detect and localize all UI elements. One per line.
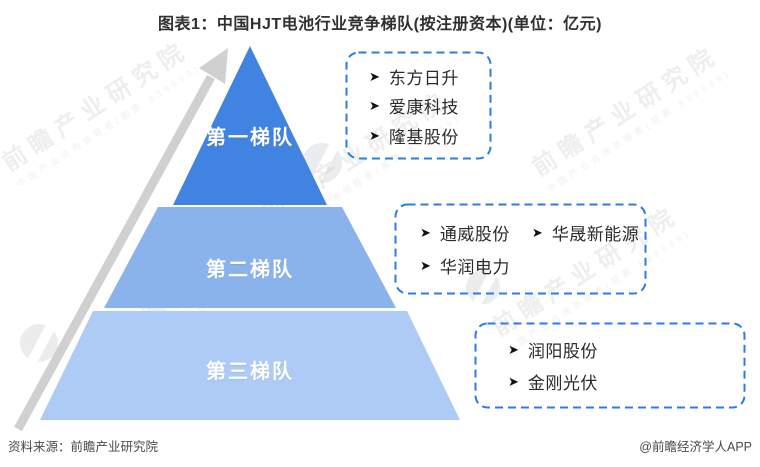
- company-item: ➤ 润阳股份: [508, 337, 746, 362]
- company-name: 东方日升: [388, 68, 459, 88]
- arrow-bullet-icon: ➤: [508, 374, 519, 389]
- credit-text: @前瞻经济学人APP: [639, 439, 752, 454]
- arrow-bullet-icon: ➤: [531, 224, 543, 240]
- company-item: ➤ 华晟新能源: [532, 220, 639, 245]
- tier-3-companies-box: ➤ 润阳股份 ➤ 金刚光伏: [474, 322, 746, 409]
- tier-1-companies-box: ➤ 东方日升 ➤ 爱康科技 ➤ 隆基股份: [345, 51, 492, 160]
- growth-arrow-shaft: [14, 74, 215, 432]
- arrow-bullet-icon: ➤: [420, 224, 431, 240]
- arrow-bullet-icon: ➤: [369, 127, 380, 143]
- tier-3-label: 第三梯队: [206, 361, 294, 383]
- company-item: ➤ 东方日升: [369, 64, 492, 89]
- dashed-border: [345, 51, 492, 160]
- arrow-bullet-icon: ➤: [369, 98, 380, 113]
- company-item: ➤ 隆基股份: [369, 123, 492, 148]
- company-name: 华晟新能源: [551, 224, 640, 244]
- company-item: ➤ 金刚光伏: [508, 369, 746, 394]
- tier-2-label: 第二梯队: [206, 259, 294, 281]
- growth-arrow-head-icon: [199, 48, 228, 84]
- tier-1-label: 第一梯队: [206, 127, 294, 149]
- company-name: 金刚光伏: [527, 374, 598, 393]
- company-name: 润阳股份: [527, 342, 598, 361]
- arrow-bullet-icon: ➤: [420, 258, 431, 274]
- pyramid-tier-1-shape: [173, 46, 327, 205]
- dashed-border: [394, 203, 647, 295]
- arrow-bullet-icon: ➤: [369, 68, 380, 84]
- pyramid-tier-2-shape: [104, 207, 396, 308]
- arrow-bullet-icon: ➤: [508, 342, 519, 357]
- company-name: 通威股份: [439, 224, 510, 244]
- data-source-text: 资料来源：前瞻产业研究院: [8, 439, 159, 454]
- footer: 资料来源：前瞻产业研究院 @前瞻经济学人APP: [8, 436, 752, 454]
- company-name: 华润电力: [439, 258, 510, 278]
- company-name: 爱康科技: [388, 98, 459, 117]
- pyramid-tier-3-shape: [40, 311, 460, 420]
- chart-title: 图表1：中国HJT电池行业竞争梯队(按注册资本)(单位：亿元): [158, 16, 602, 33]
- company-item: ➤ 华润电力: [420, 253, 647, 278]
- dashed-border: [474, 322, 746, 409]
- company-item: ➤ 爱康科技: [369, 93, 492, 118]
- tier-2-companies-box: ➤ 通威股份 ➤ 华晟新能源 ➤ 华润电力: [394, 203, 647, 295]
- company-name: 隆基股份: [388, 127, 459, 147]
- company-item: ➤ 通威股份: [420, 220, 510, 245]
